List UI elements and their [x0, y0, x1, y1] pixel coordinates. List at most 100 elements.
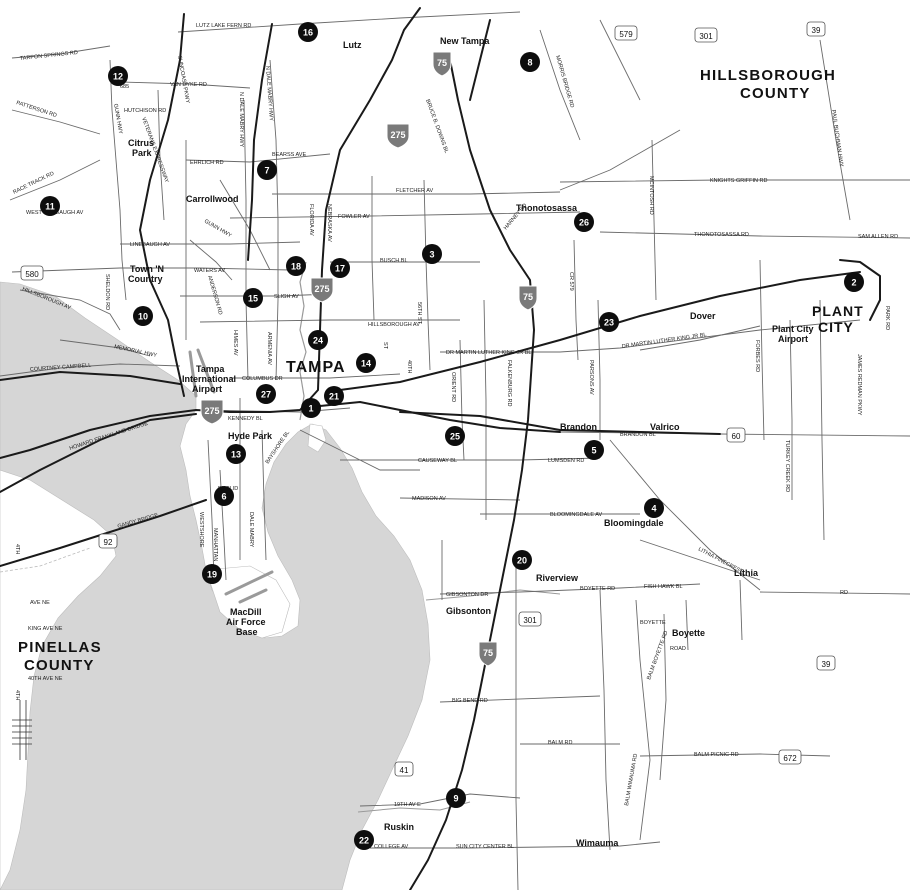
- road-label: FOWLER AV: [338, 214, 370, 220]
- svg-text:2: 2: [851, 278, 856, 288]
- marker-10[interactable]: 10: [133, 306, 153, 326]
- i275-shield-south: 275: [200, 399, 224, 425]
- svg-text:20: 20: [517, 556, 527, 566]
- road-label: JAMES REDMAN PKWY: [856, 354, 862, 416]
- marker-6[interactable]: 6: [214, 486, 234, 506]
- svg-text:16: 16: [303, 28, 313, 38]
- svg-text:4: 4: [651, 504, 656, 514]
- marker-23[interactable]: 23: [599, 312, 619, 332]
- road-label: VAN DYKE RD: [170, 82, 207, 88]
- road-label: 19TH AV E: [394, 802, 421, 808]
- marker-27[interactable]: 27: [256, 384, 276, 404]
- marker-25[interactable]: 25: [445, 426, 465, 446]
- road-label: FORBES RD: [754, 340, 760, 372]
- marker-11[interactable]: 11: [40, 196, 60, 216]
- road-label: FLORIDA AV: [308, 204, 314, 236]
- road-label: WESTSHORE: [198, 512, 204, 548]
- pinellas-label-2: COUNTY: [24, 657, 95, 674]
- route-shields: 301 301 39 39 60 92 41 579: [20, 21, 836, 777]
- road-label: 40TH AVE NE: [28, 676, 63, 682]
- road-label: BLOOMINGDALE AV: [550, 512, 602, 518]
- marker-13[interactable]: 13: [226, 444, 246, 464]
- marker-3[interactable]: 3: [422, 244, 442, 264]
- us41-shield: 41: [394, 761, 414, 777]
- svg-text:39: 39: [812, 26, 821, 35]
- road-label: SUN CITY CENTER BL: [456, 844, 514, 850]
- svg-text:41: 41: [400, 766, 409, 775]
- svg-text:14: 14: [361, 359, 371, 369]
- svg-text:60: 60: [732, 432, 741, 441]
- dover-label: Dover: [690, 311, 716, 321]
- sr60-shield: 60: [726, 427, 746, 443]
- new-tampa-label: New Tampa: [440, 36, 490, 46]
- road-label: PARSONS AV: [588, 360, 594, 395]
- marker-21[interactable]: 21: [324, 386, 344, 406]
- road-label: 40TH: [406, 360, 412, 373]
- marker-9[interactable]: 9: [446, 788, 466, 808]
- road-label: ORIENT RD: [450, 372, 456, 402]
- lithia-label: Lithia: [734, 568, 759, 578]
- svg-text:27: 27: [261, 390, 271, 400]
- road-label: SHELDON RD: [104, 274, 110, 310]
- marker-24[interactable]: 24: [308, 330, 328, 350]
- dale-mabry-route: [247, 23, 273, 261]
- svg-text:17: 17: [335, 264, 345, 274]
- svg-text:275: 275: [314, 284, 329, 294]
- road-label: CAUSEWAY BL: [418, 458, 457, 464]
- marker-12[interactable]: 12: [108, 66, 128, 86]
- location-markers: 1 2 3 4 5 6 7 8: [40, 22, 864, 850]
- plant-city-label-2: CITY: [818, 319, 854, 335]
- svg-text:75: 75: [437, 58, 447, 68]
- road-label: HILLSBOROUGH AV: [368, 322, 420, 328]
- road-label: BIG BEND RD: [452, 698, 488, 704]
- i275-route: [0, 7, 421, 459]
- macdill-label-1: MacDill: [230, 607, 262, 617]
- us301-north-route: [469, 19, 491, 101]
- road-label: RD: [840, 590, 848, 596]
- marker-8[interactable]: 8: [520, 52, 540, 72]
- road-label: COLLEGE AV: [374, 844, 408, 850]
- marker-2[interactable]: 2: [844, 272, 864, 292]
- svg-text:23: 23: [604, 318, 614, 328]
- marker-7[interactable]: 7: [257, 160, 277, 180]
- marker-15[interactable]: 15: [243, 288, 263, 308]
- ruskin-label: Ruskin: [384, 822, 414, 832]
- macdill-runways: [224, 570, 274, 604]
- road-label: BALM PICNIC RD: [694, 752, 739, 758]
- wimauma-label: Wimauma: [576, 838, 619, 848]
- sr39-shield-north: 39: [806, 21, 826, 37]
- svg-text:275: 275: [204, 406, 219, 416]
- marker-4[interactable]: 4: [644, 498, 664, 518]
- plant-city-airport-label-1: Plant City: [772, 324, 814, 334]
- svg-text:12: 12: [113, 72, 123, 82]
- marker-20[interactable]: 20: [512, 550, 532, 570]
- svg-text:11: 11: [45, 202, 55, 212]
- marker-19[interactable]: 19: [202, 564, 222, 584]
- brandon-label: Brandon: [560, 422, 597, 432]
- marker-16[interactable]: 16: [298, 22, 318, 42]
- marker-1[interactable]: 1: [301, 398, 321, 418]
- marker-5[interactable]: 5: [584, 440, 604, 460]
- pinellas-piers: [12, 700, 32, 760]
- road-label: DALE MABRY: [248, 512, 254, 548]
- svg-text:21: 21: [329, 392, 339, 402]
- plant-city-route: [839, 259, 881, 321]
- road-label: GUNN HWY: [112, 103, 123, 134]
- macdill-label-2: Air Force: [226, 617, 266, 627]
- road-label: 56TH ST: [416, 302, 422, 325]
- citrus-park-label-2: Park: [132, 148, 153, 158]
- road-label: THONOTOSASSA RD: [694, 232, 749, 238]
- marker-26[interactable]: 26: [574, 212, 594, 232]
- road-label: BOYETTE RD: [580, 586, 615, 592]
- road-label: COURTNEY CAMPBELL: [30, 363, 92, 373]
- road-label: N DALE MABRY HWY: [264, 66, 274, 122]
- place-labels: TAMPA PLANT CITY Lutz New Tampa Citrus P…: [128, 36, 863, 848]
- marker-17[interactable]: 17: [330, 258, 350, 278]
- road-label: LINEBAUGH AV: [130, 242, 170, 248]
- marker-14[interactable]: 14: [356, 353, 376, 373]
- riverview-label: Riverview: [536, 573, 579, 583]
- road-label: COLUMBUS DR: [242, 376, 283, 382]
- marker-22[interactable]: 22: [354, 830, 374, 850]
- marker-18[interactable]: 18: [286, 256, 306, 276]
- road-label: PARK RD: [884, 306, 890, 330]
